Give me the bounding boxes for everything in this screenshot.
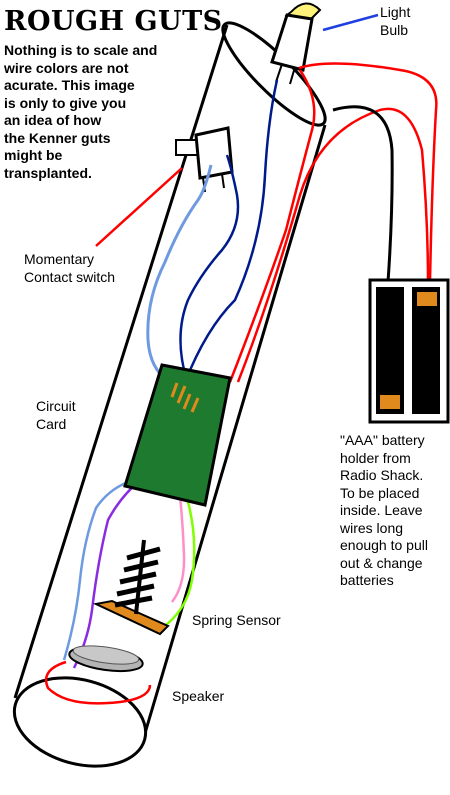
disclaimer-note: Nothing is to scale and wire colors are … bbox=[4, 42, 158, 181]
wire-red-bulb-to-battery bbox=[298, 62, 438, 283]
light-bulb-label: Light Bulb bbox=[380, 4, 411, 38]
wire-purple-card-to-speaker bbox=[72, 483, 137, 669]
battery-terminal bbox=[417, 292, 437, 306]
tube-top-opening bbox=[221, 21, 327, 127]
wire-red-card-to-battery bbox=[236, 107, 430, 383]
circuit-card bbox=[123, 363, 232, 507]
spring-sensor-label: Spring Sensor bbox=[192, 612, 281, 628]
card-contact bbox=[170, 382, 179, 398]
card-contact bbox=[176, 385, 187, 404]
wire-lightblue-card-to-switch bbox=[146, 164, 213, 384]
battery-holder-label: "AAA" battery holder from Radio Shack. T… bbox=[340, 432, 428, 588]
battery-terminal bbox=[380, 395, 400, 409]
circuit-card-label: Circuit Card bbox=[36, 398, 76, 432]
wire-lightblue-card-to-speaker bbox=[62, 480, 129, 661]
momentary-switch bbox=[175, 126, 234, 193]
speaker-label: Speaker bbox=[172, 688, 225, 704]
wire-pink-card-to-spring bbox=[170, 495, 186, 603]
battery-holder bbox=[368, 278, 450, 424]
switch-pointer bbox=[95, 167, 183, 247]
wire-green-card-to-spring bbox=[161, 501, 196, 630]
tube-bottom-end bbox=[12, 676, 148, 768]
tube-outline bbox=[13, 24, 327, 741]
light-bulb-pointer bbox=[322, 13, 379, 32]
light-bulb bbox=[270, 2, 322, 85]
wire-navy-card-to-switch bbox=[179, 154, 240, 391]
card-contact bbox=[190, 397, 200, 413]
wire-red-card-to-bulb bbox=[228, 69, 316, 383]
wire-red-speaker-loop bbox=[44, 660, 152, 705]
wire-navy-card-to-bulb bbox=[182, 79, 279, 386]
page-title: ROUGH GUTS bbox=[4, 6, 223, 37]
switch-label: Momentary Contact switch bbox=[24, 251, 116, 285]
speaker bbox=[68, 645, 144, 673]
card-contact bbox=[182, 393, 192, 410]
spring-sensor bbox=[92, 539, 170, 636]
wire-black-battery-lead bbox=[332, 105, 394, 283]
